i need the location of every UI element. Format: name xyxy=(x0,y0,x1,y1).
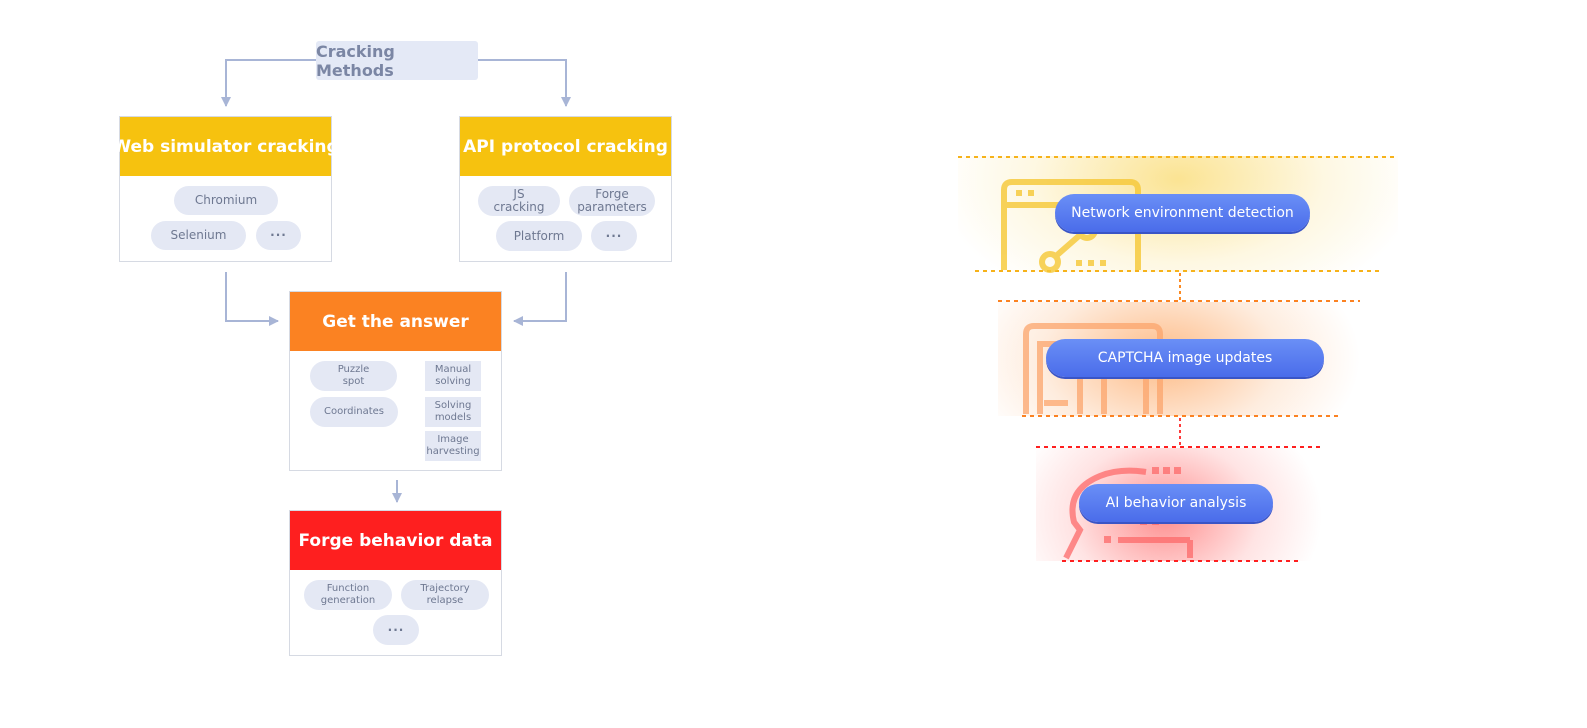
arrow-web-to-answer xyxy=(225,272,279,326)
forge-behavior-box: Forge behavior data Function generation … xyxy=(289,510,502,656)
tag-image-harvesting: Image harvesting xyxy=(425,431,481,461)
ai-head-icon xyxy=(1063,467,1193,560)
tag-js-cracking: JS cracking xyxy=(478,186,560,216)
web-simulator-title: Web simulator cracking xyxy=(112,117,339,176)
tag-platform: Platform xyxy=(496,221,582,251)
tag-more: ··· xyxy=(256,221,301,250)
tag-chromium: Chromium xyxy=(174,186,278,215)
arrow-api-to-answer xyxy=(513,272,567,326)
api-protocol-box: API protocol cracking JS cracking Forge … xyxy=(459,116,672,262)
tag-manual-solving: Manual solving xyxy=(425,361,481,391)
tag-solving-models: Solving models xyxy=(425,397,481,427)
tag-more: ··· xyxy=(591,221,637,251)
tag-trajectory-relapse: Trajectory relapse xyxy=(401,580,489,610)
captcha-image-updates-pill: CAPTCHA image updates xyxy=(1046,339,1324,377)
forge-behavior-title: Forge behavior data xyxy=(290,511,501,570)
tag-more: ··· xyxy=(373,615,419,645)
tag-selenium: Selenium xyxy=(151,221,246,250)
root-node: Cracking Methods xyxy=(316,41,478,80)
ai-behavior-analysis-pill: AI behavior analysis xyxy=(1079,484,1273,522)
tag-puzzle-spot: Puzzle spot xyxy=(310,361,397,391)
network-environment-detection-pill: Network environment detection xyxy=(1055,194,1310,232)
api-protocol-title: API protocol cracking xyxy=(460,117,671,176)
answer-box: Get the answer Puzzle spot Coordinates M… xyxy=(289,291,502,471)
tag-coordinates: Coordinates xyxy=(310,397,398,427)
answer-title: Get the answer xyxy=(290,292,501,351)
web-simulator-box: Web simulator cracking Chromium Selenium… xyxy=(112,116,339,262)
arrow-root-to-web xyxy=(221,59,316,107)
tag-function-generation: Function generation xyxy=(304,580,392,610)
tag-forge-parameters: Forge parameters xyxy=(569,186,655,216)
arrow-root-to-api xyxy=(478,59,571,107)
